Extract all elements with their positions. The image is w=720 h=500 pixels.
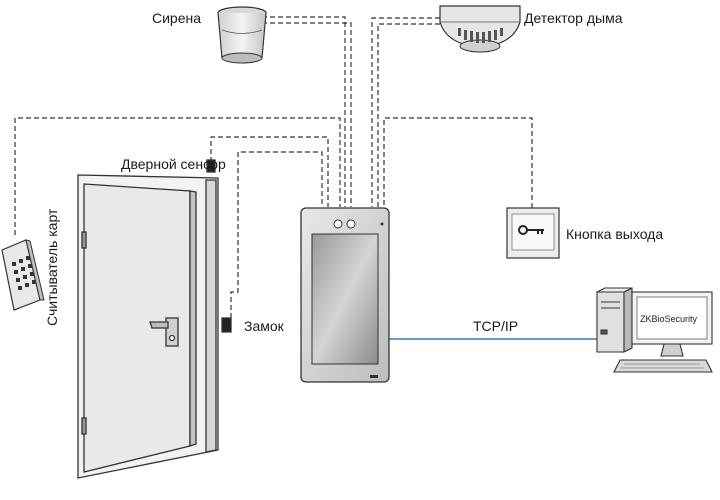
lock-label: Замок xyxy=(244,318,284,334)
wire-siren xyxy=(262,16,346,207)
wire-exit-button xyxy=(383,117,533,208)
wiring-lines xyxy=(14,16,533,318)
smoke-detector-label: Детектор дыма xyxy=(524,10,623,26)
card-reader-label: Считыватель карт xyxy=(44,208,60,326)
wire-smoke-detector-2 xyxy=(377,23,440,207)
terminal-screen xyxy=(311,233,379,365)
key-icon xyxy=(518,225,544,235)
wire-smoke-detector xyxy=(371,17,440,207)
wire-door-sensor xyxy=(210,136,329,207)
network-label: TCP/IP xyxy=(473,318,519,334)
face-recognition-terminal xyxy=(300,207,390,383)
card-reader-icon xyxy=(1,239,45,311)
camera-icon xyxy=(333,219,343,229)
monitor-icon xyxy=(631,291,713,357)
exit-button-label: Кнопка выхода xyxy=(566,226,664,242)
wire-lock xyxy=(230,151,323,318)
pc-tower-icon xyxy=(596,287,633,353)
keyboard-icon xyxy=(613,359,713,373)
siren-label: Сирена xyxy=(152,10,202,26)
software-label: ZKBioSecurity xyxy=(640,314,698,324)
wire-siren-2 xyxy=(262,22,352,207)
smoke-detector-icon xyxy=(439,5,521,53)
computer-icon xyxy=(596,287,713,373)
lock-icon xyxy=(221,317,232,333)
door-handle-icon xyxy=(149,317,179,347)
door-sensor-icon xyxy=(206,159,216,173)
door-icon xyxy=(77,159,232,479)
door-sensor-label: Дверной сенсор xyxy=(121,156,226,172)
keypad-icon xyxy=(12,256,36,290)
wire-card-reader xyxy=(14,117,341,235)
exit-button-icon xyxy=(506,207,560,259)
siren-icon xyxy=(217,6,267,64)
camera-icon-2 xyxy=(346,219,356,229)
